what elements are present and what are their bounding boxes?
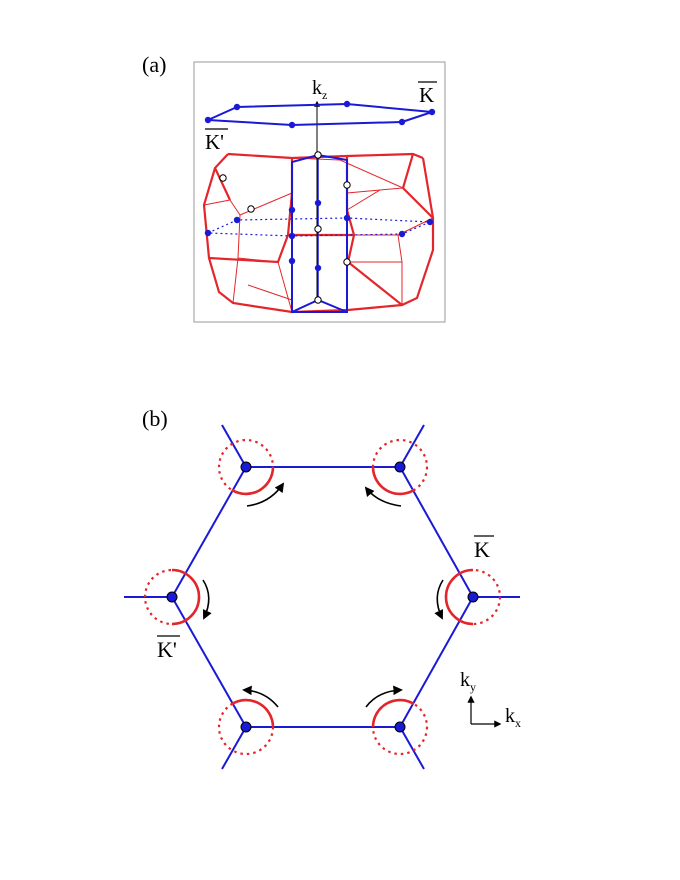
- projection-prism: [291, 153, 348, 313]
- point-K-label-a: K: [419, 83, 434, 107]
- filled-high-symmetry-points: [204, 199, 434, 272]
- panel-b: (b): [124, 406, 521, 770]
- surface-bz-vertices: [204, 100, 436, 129]
- circulation-arrows: [202, 482, 444, 708]
- kxky-axes: ky kx: [460, 669, 521, 730]
- point-Kprime-label-b: K': [157, 637, 177, 662]
- valley-points: [166, 461, 479, 733]
- panel-a-frame: [193, 61, 446, 323]
- surface-bz-hexagon: [207, 102, 433, 127]
- kz-axis-label: kz: [312, 77, 327, 102]
- point-Kprime-label-a: K': [205, 130, 224, 154]
- panel-b-label: (b): [142, 406, 168, 431]
- panel-a-label: (a): [142, 52, 166, 77]
- open-high-symmetry-points: [219, 151, 351, 304]
- surface-bz-hexagon-b: [124, 424, 520, 770]
- kx-axis-label: kx: [505, 705, 521, 730]
- point-K-label-b: K: [474, 537, 490, 562]
- panel-a: (a) kz K K': [142, 52, 446, 323]
- solid-valley-arcs: [171, 466, 474, 728]
- ky-axis-label: ky: [460, 669, 476, 694]
